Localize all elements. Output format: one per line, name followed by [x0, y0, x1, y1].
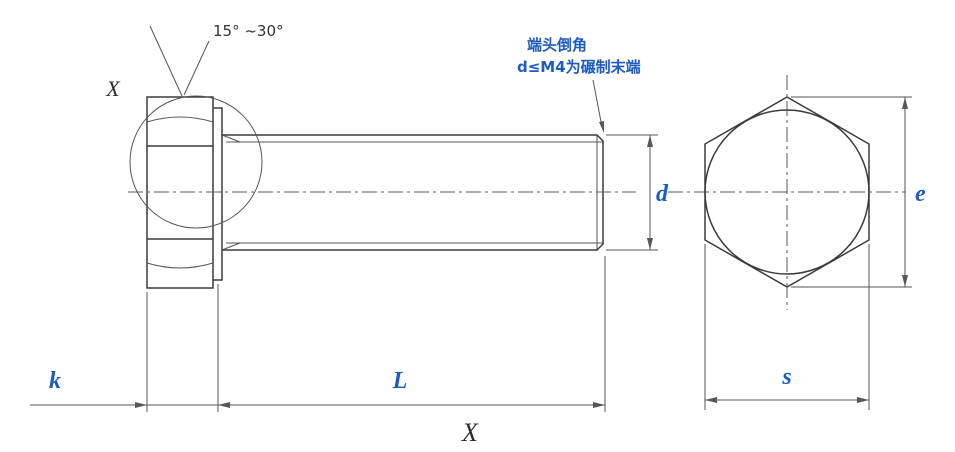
end-chamfer-top: [596, 134, 604, 142]
end-note-line2: d≤M4为碾制末端: [517, 58, 641, 76]
s-arrow-left: [705, 397, 717, 403]
e-arrow-bottom: [902, 275, 908, 287]
e-arrow-top: [902, 97, 908, 109]
head-height-label: k: [49, 368, 61, 394]
thread-runout-bottom: [221, 242, 241, 251]
end-note-line1: 端头倒角: [527, 36, 587, 54]
d-arrow-bottom: [647, 238, 653, 250]
s-arrow-right: [857, 397, 869, 403]
chamfer-angle-label: 15° ~30°: [213, 22, 284, 40]
note-leader-arrow: [599, 121, 604, 133]
head-chamfer-arc-top: [146, 116, 214, 123]
bolt-end-view: e s: [668, 75, 926, 410]
across-flats-label: s: [781, 364, 791, 390]
detail-circle: [129, 95, 263, 229]
thread-runout-top: [221, 134, 241, 143]
k-l-arrow-shared: [218, 402, 230, 408]
angle-leader-line-1: [149, 25, 183, 97]
length-label: L: [392, 368, 408, 394]
note-leader-line: [592, 79, 603, 128]
head-chamfer-arc-bottom: [146, 262, 214, 269]
section-view-label: X: [461, 418, 479, 447]
k-arrow-left: [135, 402, 147, 408]
angle-leader-line-2: [183, 40, 210, 96]
detail-view-label: X: [105, 76, 121, 101]
end-chamfer-bottom: [596, 243, 604, 251]
diameter-label: d: [656, 181, 669, 207]
d-arrow-top: [647, 135, 653, 147]
bolt-side-view: 15° ~30° X 端头倒角 d≤M4为碾制末端 d k L X: [30, 22, 669, 447]
l-arrow-right: [593, 402, 605, 408]
across-corners-label: e: [915, 181, 926, 207]
